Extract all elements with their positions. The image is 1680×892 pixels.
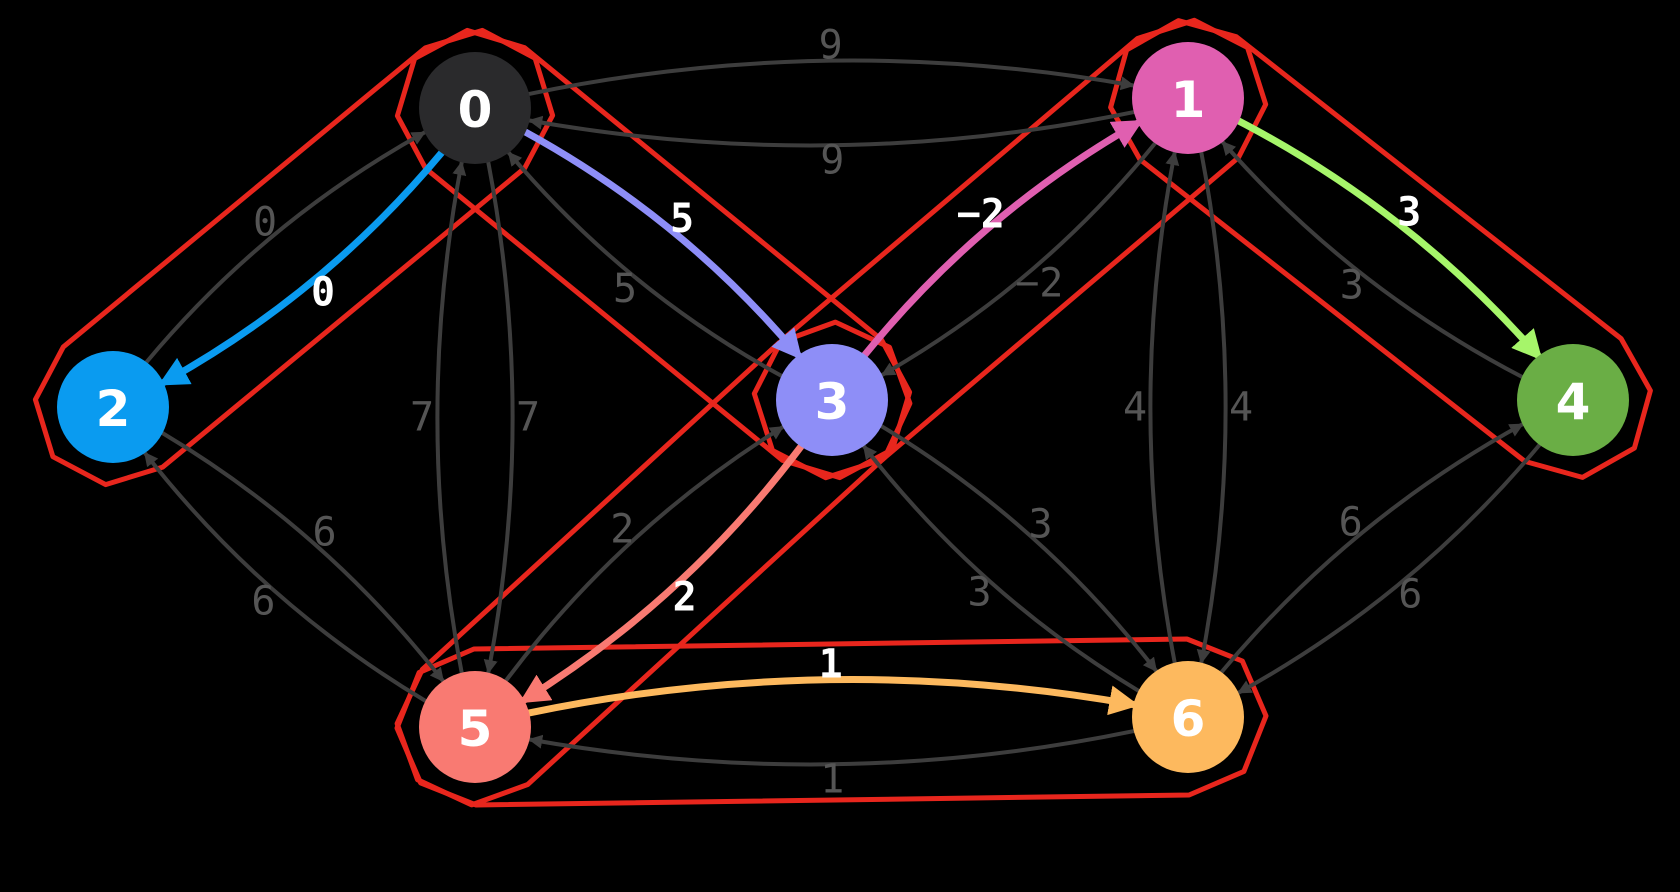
node-6-circle — [1132, 661, 1244, 773]
node-3-circle — [776, 344, 888, 456]
node-2: 2 — [57, 351, 169, 463]
cluster-outline-0-2 — [32, 27, 556, 488]
edge-5-to-3 — [504, 424, 785, 683]
edge-weight-3-to-6: 3 — [1028, 501, 1052, 547]
edge-5-to-0 — [435, 160, 467, 675]
edge-6-to-5 — [527, 729, 1136, 767]
edge-weight-6-to-3: 3 — [967, 570, 991, 616]
edge-6-to-1 — [1148, 150, 1180, 665]
edge-weight-6-to-5: 1 — [820, 757, 844, 803]
edge-2-to-0 — [144, 130, 427, 365]
edge-1-to-6 — [1196, 150, 1228, 665]
edge-weight-1-to-3: −2 — [1015, 261, 1063, 307]
edge-weight-5-to-0: 7 — [410, 395, 434, 441]
edge-weight-6-to-1: 4 — [1123, 385, 1147, 431]
edge-weight-0-to-3: 5 — [670, 196, 694, 242]
edge-2-to-5 — [160, 431, 446, 683]
edge-weight-1-to-4: 3 — [1397, 189, 1421, 235]
node-2-circle — [57, 351, 169, 463]
edge-weight-3-to-0: 5 — [613, 266, 637, 312]
node-2-label: 2 — [96, 380, 131, 438]
edge-weight-0-to-1: 9 — [819, 22, 843, 68]
edge-weight-3-to-5: 2 — [673, 575, 697, 621]
cluster-outline-5-6 — [394, 636, 1269, 808]
edge-0-to-2 — [158, 149, 445, 387]
node-0: 0 — [419, 52, 531, 164]
edge-6-to-4 — [1219, 422, 1525, 675]
edge-3-to-1 — [861, 119, 1144, 359]
edge-6-to-3 — [861, 444, 1141, 693]
edge-weight-2-to-5: 6 — [313, 509, 337, 555]
node-1-label: 1 — [1171, 71, 1206, 129]
edge-3-to-6 — [879, 424, 1159, 673]
node-1-circle — [1132, 42, 1244, 154]
edge-weight-0-to-2: 0 — [311, 270, 335, 316]
edge-weight-0-to-5: 7 — [516, 395, 540, 441]
edge-0-to-1 — [527, 58, 1136, 96]
edge-4-to-6 — [1236, 442, 1542, 695]
edge-0-to-3 — [522, 128, 803, 360]
edge-weight-1-to-6: 4 — [1229, 385, 1253, 431]
node-5-circle — [419, 671, 531, 783]
node-4-circle — [1517, 344, 1629, 456]
edge-weight-4-to-6: 6 — [1398, 572, 1422, 618]
edge-3-to-0 — [506, 150, 784, 378]
node-6: 6 — [1132, 661, 1244, 773]
edge-weight-1-to-0: 9 — [820, 138, 844, 184]
nodes: 0 1 2 3 4 5 6 — [57, 42, 1629, 783]
edges — [142, 58, 1542, 767]
edge-3-to-5 — [519, 443, 805, 704]
edge-weight-2-to-0: 0 — [253, 199, 277, 245]
edge-1-to-3 — [880, 141, 1158, 377]
edge-weight-3-to-1: −2 — [957, 191, 1005, 237]
node-4: 4 — [1517, 344, 1629, 456]
node-5-label: 5 — [458, 700, 493, 758]
edge-0-to-5 — [483, 160, 515, 675]
node-3: 3 — [776, 344, 888, 456]
edge-5-to-6 — [525, 676, 1140, 717]
edge-1-to-0 — [527, 110, 1136, 148]
edge-1-to-4 — [1235, 117, 1543, 361]
edge-weight-5-to-3: 2 — [610, 506, 634, 552]
node-1: 1 — [1132, 42, 1244, 154]
edge-weight-5-to-6: 1 — [819, 641, 843, 687]
edge-4-to-1 — [1220, 140, 1524, 379]
node-5: 5 — [419, 671, 531, 783]
node-0-circle — [419, 52, 531, 164]
node-6-label: 6 — [1171, 690, 1206, 748]
edge-weight-4-to-1: 3 — [1340, 263, 1364, 309]
highlighted-edges — [158, 117, 1543, 717]
node-0-label: 0 — [458, 81, 493, 139]
node-4-label: 4 — [1556, 373, 1591, 431]
edge-weight-5-to-2: 6 — [251, 579, 275, 625]
edge-5-to-2 — [142, 451, 428, 703]
node-3-label: 3 — [815, 373, 850, 431]
edge-weight-6-to-4: 6 — [1339, 499, 1363, 545]
